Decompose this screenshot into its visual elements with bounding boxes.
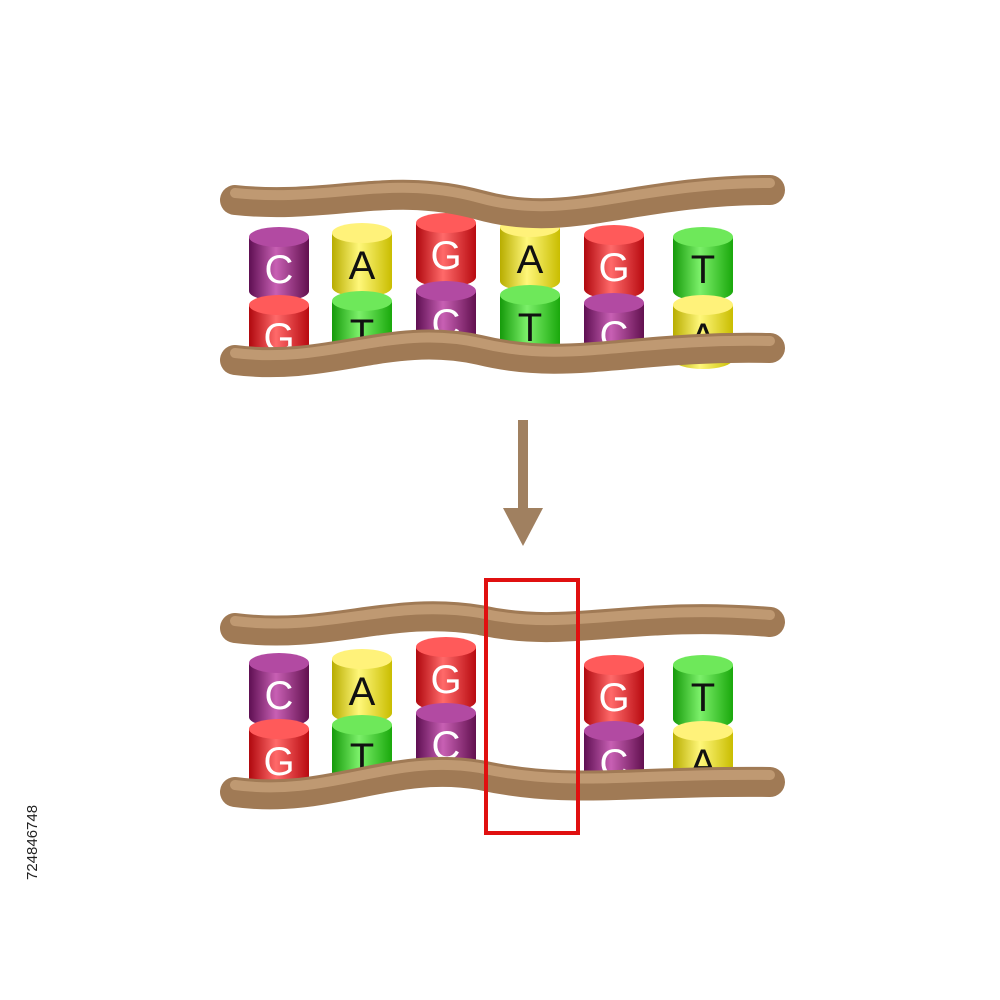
nucleotide-top (584, 293, 644, 313)
nucleotide-letter: G (430, 658, 461, 702)
nucleotide-top-2: G (416, 637, 476, 711)
nucleotide-top-0: C (249, 653, 309, 727)
nucleotide-body (249, 729, 309, 793)
nucleotide-body (673, 665, 733, 729)
nucleotide-top-1: A (332, 649, 392, 723)
nucleotide-top (249, 227, 309, 247)
nucleotide-top (500, 285, 560, 305)
nucleotide-letter: A (517, 238, 544, 282)
nucleotide-top-2: G (416, 213, 476, 287)
nucleotide-top (673, 721, 733, 741)
nucleotide-body (332, 233, 392, 297)
stock-id-label: 724846748 (6, 760, 41, 880)
nucleotide-body (584, 665, 644, 729)
backbone-highlight (230, 760, 775, 793)
nucleotide-top (249, 653, 309, 673)
stock-id-text: 724846748 (24, 804, 41, 880)
nucleotide-top (416, 213, 476, 233)
nucleotide-top-5: T (673, 655, 733, 729)
backbone-highlight (230, 332, 775, 361)
backbone-top-before (220, 175, 785, 229)
nucleotide-top (332, 649, 392, 669)
nucleotide-top-3: A (500, 217, 560, 291)
nucleotide-letter: T (691, 676, 715, 720)
backbone-highlight (230, 604, 775, 629)
nucleotide-letter: G (598, 246, 629, 290)
nucleotide-top (584, 721, 644, 741)
backbone-bottom-after (220, 757, 785, 810)
nucleotide-body (332, 659, 392, 723)
nucleotide-top (332, 291, 392, 311)
nucleotide-top (416, 637, 476, 657)
nucleotide-body (584, 235, 644, 299)
nucleotide-top (249, 295, 309, 315)
nucleotide-top (332, 715, 392, 735)
nucleotide-top (249, 719, 309, 739)
nucleotide-top-4: G (584, 225, 644, 299)
deletion-highlight-box (484, 578, 580, 835)
backbone-highlight (230, 178, 775, 212)
nucleotide-letter: A (349, 244, 376, 288)
nucleotide-body (673, 237, 733, 301)
nucleotide-body (249, 237, 309, 301)
nucleotide-bottom-0: G (249, 719, 309, 793)
down-arrow-icon (503, 420, 543, 546)
nucleotide-letter: C (265, 248, 294, 292)
nucleotide-top-0: C (249, 227, 309, 301)
nucleotide-top-5: T (673, 227, 733, 301)
backbone-bottom-before (220, 329, 785, 378)
nucleotide-top (416, 703, 476, 723)
nucleotide-body (500, 227, 560, 291)
nucleotide-body (249, 663, 309, 727)
nucleotide-top (332, 223, 392, 243)
nucleotide-letter: G (263, 740, 294, 784)
backbone-top-after (220, 601, 785, 646)
nucleotide-top (584, 225, 644, 245)
nucleotide-body (416, 223, 476, 287)
nucleotide-letter: C (265, 674, 294, 718)
nucleotide-letter: T (691, 248, 715, 292)
nucleotide-top-4: G (584, 655, 644, 729)
nucleotide-top (673, 227, 733, 247)
nucleotide-body (416, 647, 476, 711)
nucleotide-top (584, 655, 644, 675)
nucleotide-letter: G (598, 676, 629, 720)
nucleotide-letter: A (349, 670, 376, 714)
nucleotide-letter: G (430, 234, 461, 278)
nucleotide-top (673, 295, 733, 315)
nucleotide-top-1: A (332, 223, 392, 297)
nucleotide-top (673, 655, 733, 675)
nucleotide-top (416, 281, 476, 301)
